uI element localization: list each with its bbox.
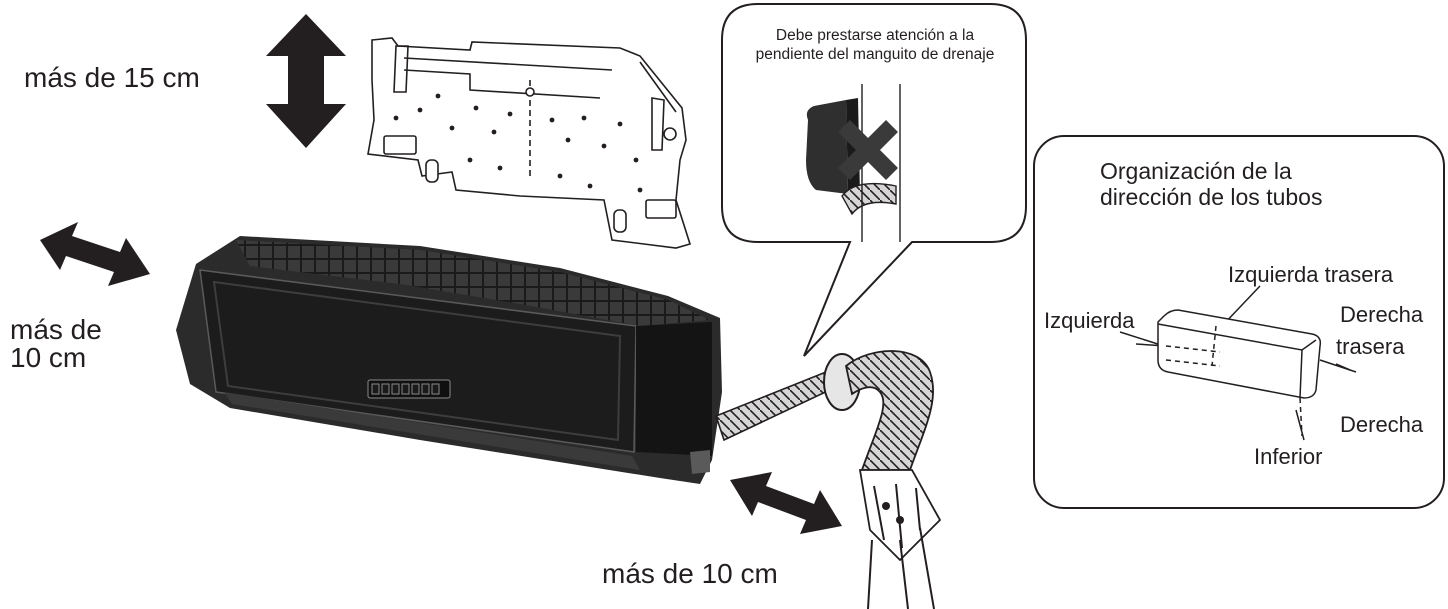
pipe-direction-box-icon [1119, 285, 1357, 441]
callout-bubble [721, 3, 1027, 357]
pipe-panel-title: Organización de la dirección de los tubo… [1100, 158, 1323, 210]
pipe-label-right: Derecha [1340, 412, 1424, 437]
mounting-plate-holes [393, 93, 643, 193]
indoor-unit [176, 236, 722, 484]
prohibited-x-icon [838, 120, 898, 180]
left-clearance-label-line1: más de [10, 314, 102, 345]
right-double-arrow-icon [730, 472, 842, 534]
pipe-label-bottom: Inferior [1254, 444, 1323, 469]
left-double-arrow-icon [40, 222, 150, 286]
vertical-double-arrow-icon [266, 14, 346, 148]
top-clearance-label: más de 15 cm [24, 62, 200, 93]
pipe-label-left: Izquierda [1044, 308, 1135, 333]
indoor-unit-display-panel-icon [367, 379, 451, 399]
insulated-pipe-bundle [845, 350, 934, 471]
right-clearance-label: más de 10 cm [602, 558, 778, 589]
pipe-bundle-split-icon [858, 469, 942, 562]
pipe-label-rear-right-line1: Derecha [1340, 302, 1424, 327]
drain-hose [715, 370, 836, 442]
pipe-label-rear-right-line2: trasera [1336, 334, 1405, 359]
callout-text: Debe prestarse atención a la pendiente d… [755, 27, 995, 63]
left-clearance-label-line2: 10 cm [10, 342, 87, 373]
pipe-label-rear-left: Izquierda trasera [1228, 262, 1394, 287]
mounting-plate [367, 37, 692, 249]
refrigerant-pipes [867, 527, 935, 609]
